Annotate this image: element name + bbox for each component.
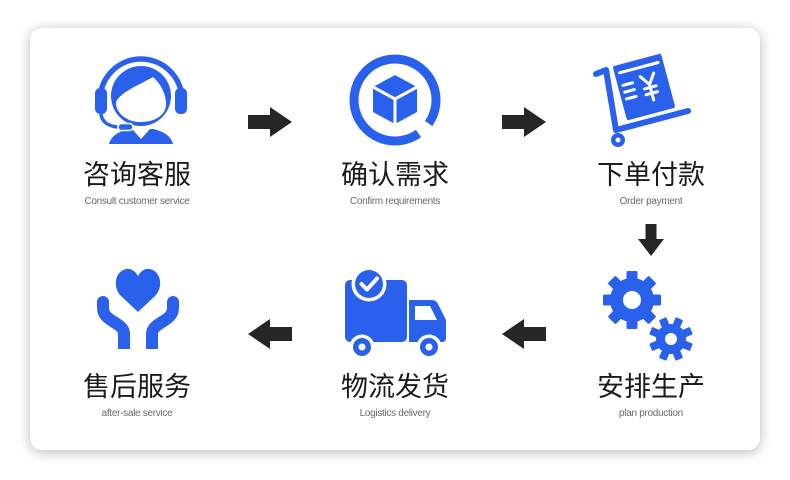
box-icon xyxy=(349,54,441,146)
arrow-left-icon xyxy=(248,319,292,349)
step-icon xyxy=(295,262,495,362)
arrow-right-icon xyxy=(248,107,292,137)
step-subtitle: Confirm requirements xyxy=(349,196,441,207)
step-title: 安排生产 xyxy=(597,372,705,403)
step-subtitle: Logistics delivery xyxy=(359,408,431,419)
step-subtitle: Order payment xyxy=(619,196,683,207)
step-order-payment: 下单付款 Order payment xyxy=(551,50,751,209)
step-title: 咨询客服 xyxy=(83,160,191,191)
heart-hands-icon xyxy=(97,268,179,349)
step-plan-production: 安排生产 plan production xyxy=(551,262,751,421)
step-title: 下单付款 xyxy=(597,160,705,191)
headset-agent-icon xyxy=(95,56,187,144)
delivery-truck-icon xyxy=(345,266,446,360)
cart-payment-icon xyxy=(593,51,691,147)
step-title: 售后服务 xyxy=(83,372,191,403)
step-after-sale-service: 售后服务 after-sale service xyxy=(37,262,237,421)
step-title: 确认需求 xyxy=(341,160,449,191)
step-subtitle: plan production xyxy=(619,408,683,419)
arrow-right-icon xyxy=(502,107,546,137)
step-title: 物流发货 xyxy=(341,372,449,403)
step-subtitle: Consult customer service xyxy=(84,196,190,207)
step-icon xyxy=(295,50,495,150)
step-icon xyxy=(37,262,237,362)
step-confirm-requirements: 确认需求 Confirm requirements xyxy=(295,50,495,209)
step-consult-customer-service: 咨询客服 Consult customer service xyxy=(37,50,237,209)
step-icon xyxy=(37,50,237,150)
step-logistics-delivery: 物流发货 Logistics delivery xyxy=(295,262,495,421)
step-subtitle: after-sale service xyxy=(101,408,173,419)
step-icon xyxy=(551,262,751,362)
step-icon xyxy=(551,50,751,150)
gears-icon xyxy=(603,271,693,361)
arrow-left-icon xyxy=(502,319,546,349)
arrow-down-icon xyxy=(638,224,664,256)
